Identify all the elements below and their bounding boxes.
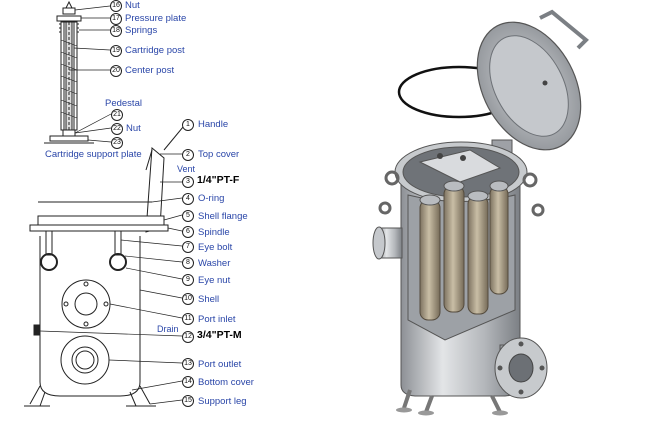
label-spindle: Spindle: [198, 227, 230, 238]
label-cartridge-post: Cartridge post: [125, 45, 185, 56]
label-handle: Handle: [198, 119, 229, 130]
callout-3: 3: [182, 176, 194, 188]
callout-14: 14: [182, 376, 194, 388]
callout-5: 5: [182, 210, 194, 222]
filter-housing-illustration: [372, 9, 589, 416]
label-top-cover: Top cover: [198, 149, 240, 160]
callout-11: 11: [182, 313, 194, 325]
top-cover-schematic: [145, 126, 184, 233]
callout-2: 2: [182, 149, 194, 161]
callout-1: 1: [182, 119, 194, 131]
label-cartridge-support-plate: Cartridge support plate: [45, 149, 142, 160]
callout-10: 10: [182, 293, 194, 305]
cartridge-assembly-schematic: [44, 0, 94, 144]
callout-15: 15: [182, 395, 194, 407]
label-port-outlet: Port outlet: [198, 359, 242, 370]
callout-7: 7: [182, 241, 194, 253]
callout-18: 18: [110, 25, 122, 37]
callout-20: 20: [110, 65, 122, 77]
label-vent: Vent: [177, 164, 196, 174]
label-port-inlet: Port inlet: [198, 314, 236, 325]
callout-8: 8: [182, 257, 194, 269]
callout-19: 19: [110, 45, 122, 57]
label-bottom-cover: Bottom cover: [198, 377, 254, 388]
callout-12: 12: [182, 331, 194, 343]
label-eye-bolt: Eye bolt: [198, 242, 233, 253]
label-nut-2: Nut: [126, 123, 141, 134]
callout-9: 9: [182, 274, 194, 286]
label-washer: Washer: [198, 258, 231, 269]
callout-17: 17: [110, 13, 122, 25]
label-vent-thread: 1/4"PT-F: [197, 174, 240, 186]
label-shell: Shell: [198, 294, 220, 305]
label-center-post: Center post: [125, 65, 175, 76]
label-springs: Springs: [125, 25, 158, 36]
label-eye-nut: Eye nut: [198, 275, 231, 286]
label-nut: Nut: [125, 0, 140, 11]
callout-4: 4: [182, 193, 194, 205]
label-drain-thread: 3/4"PT-M: [197, 329, 242, 341]
callout-13: 13: [182, 358, 194, 370]
label-o-ring: O-ring: [198, 193, 225, 204]
label-pedestal: Pedestal: [105, 98, 142, 109]
callout-16: 16: [110, 0, 122, 12]
callout-6: 6: [182, 226, 194, 238]
callout-21: 21: [111, 109, 123, 121]
label-shell-flange: Shell flange: [198, 211, 248, 222]
callout-23: 23: [111, 137, 123, 149]
label-drain: Drain: [157, 324, 179, 334]
callout-22: 22: [111, 123, 123, 135]
leader-lines: [39, 5, 189, 405]
label-support-leg: Support leg: [198, 396, 247, 407]
label-pressure-plate: Pressure plate: [125, 13, 187, 24]
